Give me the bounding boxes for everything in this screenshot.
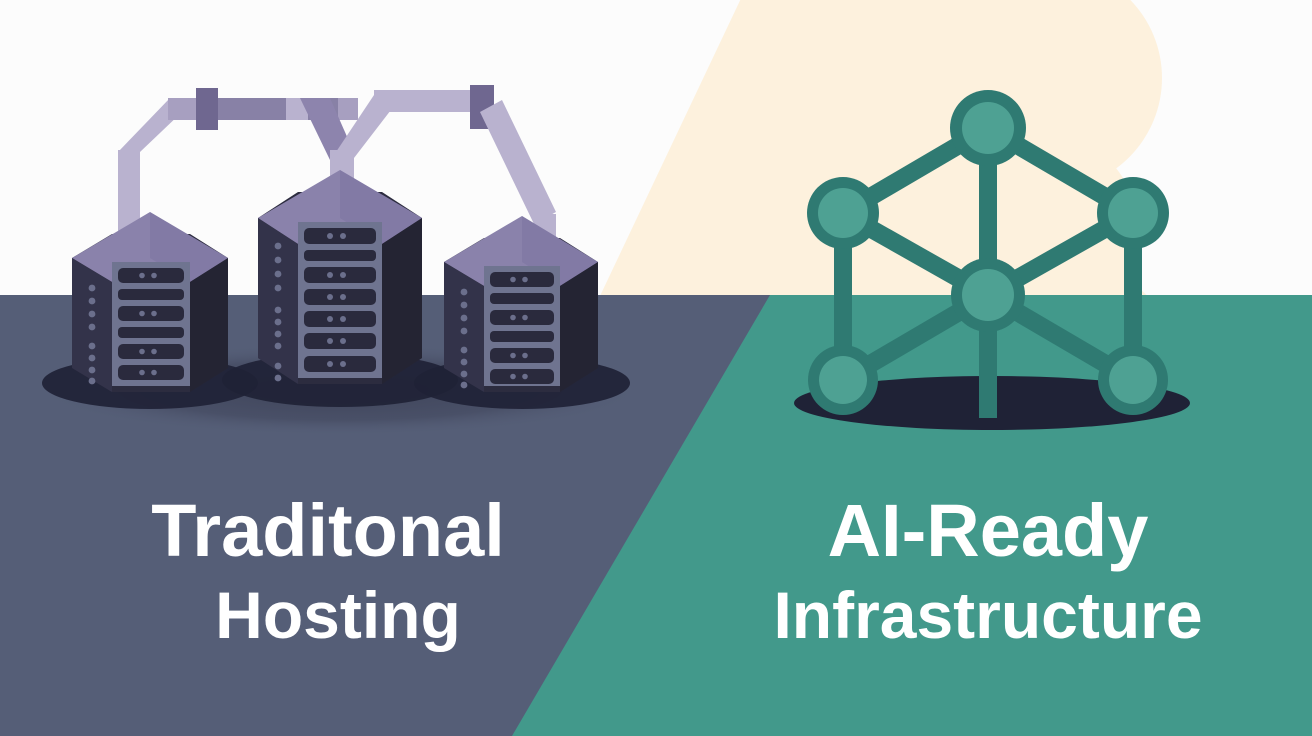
server-rack-center <box>258 170 422 384</box>
rack-left-side-leds <box>88 284 96 385</box>
server-rack-right <box>444 216 598 392</box>
node-lower-left <box>808 345 878 415</box>
node-center <box>951 258 1025 332</box>
left-caption-line-2: Hosting <box>215 578 461 652</box>
cable-connector-a1 <box>196 88 218 130</box>
network-nodes <box>807 90 1169 415</box>
node-upper-right <box>1097 177 1169 249</box>
right-caption: AI-Ready Infrastructure <box>773 489 1202 652</box>
right-caption-line-2: Infrastructure <box>773 578 1202 652</box>
server-rack-left <box>72 212 228 392</box>
left-caption-line-1: Traditonal <box>151 489 505 572</box>
rack-right-slots <box>490 272 554 384</box>
cable-left-to-center <box>118 88 358 235</box>
node-lower-right <box>1098 345 1168 415</box>
rack-left-slots <box>118 268 184 380</box>
right-caption-line-1: AI-Ready <box>828 489 1149 572</box>
rack-center-side-leds <box>274 242 282 382</box>
rack-right-side-leds <box>460 288 468 389</box>
left-caption: Traditonal Hosting <box>151 489 505 652</box>
rack-center-slots <box>304 228 376 372</box>
node-top <box>950 90 1026 166</box>
node-upper-left <box>807 177 879 249</box>
